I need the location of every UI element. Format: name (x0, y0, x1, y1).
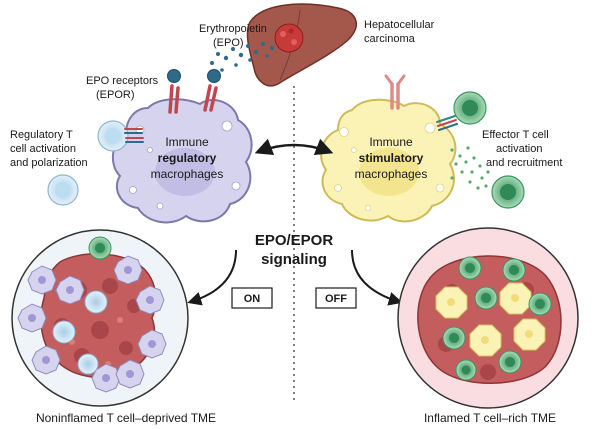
epor-label-line2: (EPOR) (96, 89, 135, 101)
erythropoietin-label: Erythropoietin (199, 23, 267, 35)
treg-label-line1: Regulatory T (10, 129, 73, 141)
effector-t-cell-icon (453, 91, 487, 125)
off-arrow (351, 249, 403, 306)
stimulatory-mac-label-1: Immune (369, 135, 413, 149)
on-label: ON (244, 293, 261, 305)
cytokine-dots (450, 146, 490, 190)
signaling-label: signaling (261, 251, 327, 268)
receptor-pairs (436, 115, 458, 131)
regulatory-mac-label-3: macrophages (151, 167, 224, 181)
receptor-pairs (124, 128, 144, 143)
treg-label-line2: cell activation (10, 143, 76, 155)
regulatory-mac-label-1: Immune (165, 135, 209, 149)
teff-label-line1: Effector T cell (482, 129, 549, 141)
on-arrow (187, 249, 237, 306)
right-caption: Inflamed T cell–rich TME (424, 411, 556, 425)
stimulatory-mac-label-3: macrophages (355, 167, 428, 181)
stimulatory-macrophage-vesicles (334, 122, 445, 212)
off-label: OFF (325, 293, 347, 305)
off-badge (315, 287, 357, 309)
stimulatory-macrophage-nucleus (359, 148, 419, 196)
epo-particles (210, 42, 275, 72)
liver-icon (246, 3, 358, 87)
epor-label-line1: EPO receptors (86, 75, 159, 87)
epo-receptor-icon (384, 74, 406, 110)
epo-label: (EPO) (213, 37, 244, 49)
treg-label-line3: and polarization (10, 157, 88, 169)
regulatory-mac-label-2: regulatory (158, 151, 217, 165)
stimulatory-macrophage-cluster-nuclei (447, 294, 533, 344)
regulatory-macrophage-cluster-nuclei (28, 266, 156, 382)
effector-t-cell-cluster (442, 256, 552, 381)
teff-label-line2: activation (496, 143, 542, 155)
on-badge (231, 287, 273, 309)
switch-double-arrow (254, 138, 334, 156)
effector-t-cell-icon (88, 236, 112, 260)
hcc-label-line1: Hepatocellular (364, 19, 435, 31)
regulatory-t-cell-cluster (52, 290, 108, 375)
regulatory-macrophage-nucleus (155, 148, 215, 196)
hcc-label-line2: carcinoma (364, 33, 416, 45)
epo-epor-label: EPO/EPOR (255, 232, 334, 249)
regulatory-t-cell-icon (97, 120, 129, 152)
epo-receptor-icon (167, 69, 181, 114)
left-caption: Noninflamed T cell–deprived TME (36, 411, 216, 425)
regulatory-t-cell-icon (47, 174, 79, 206)
effector-t-cell-icon (491, 175, 525, 209)
teff-label-line3: and recruitment (486, 157, 562, 169)
inflamed-tme (397, 227, 579, 409)
stimulatory-mac-label-2: stimulatory (359, 151, 424, 165)
epo-receptor-icon (203, 69, 221, 112)
